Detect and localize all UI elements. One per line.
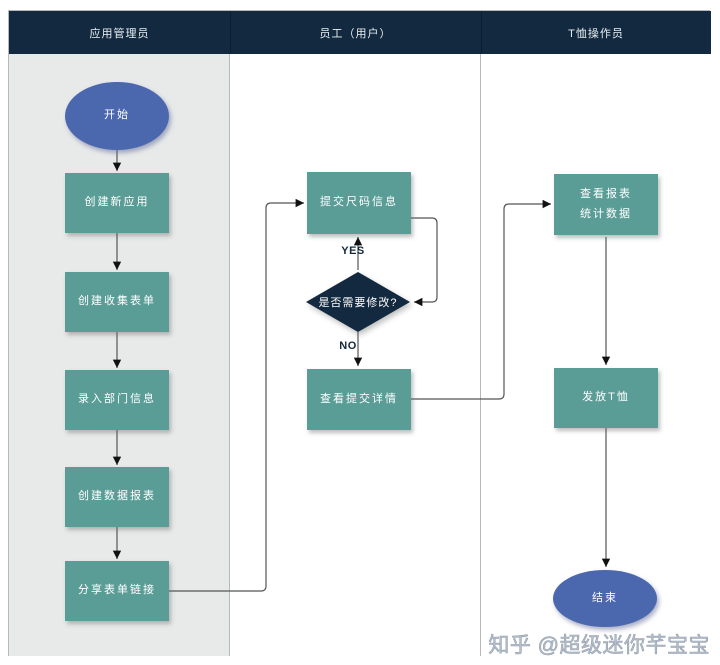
lane-tshirt-operator (481, 54, 711, 656)
zhihu-watermark: 知乎 @超级迷你芊宝宝 (488, 634, 710, 658)
swimlane-flowchart: 应用管理员 员工（用户） T恤操作员 开始 创建新应用 (8, 10, 711, 656)
lane-title-employee: 员工（用户） (319, 27, 392, 40)
lane-header-bar: 应用管理员 员工（用户） T恤操作员 (9, 11, 711, 54)
yes-branch-label: YES (341, 245, 365, 257)
end-terminator: 结束 (553, 570, 657, 627)
lane-title-app-admin: 应用管理员 (89, 27, 150, 40)
process-create-data-report: 创建数据报表 (65, 467, 169, 527)
process-create-app: 创建新应用 (65, 173, 169, 233)
process-enter-dept-info: 录入部门信息 (65, 370, 169, 430)
process-view-report-stats-text: 查看报表 统计数据 (580, 187, 632, 220)
process-submit-size-info: 提交尺码信息 (307, 172, 411, 234)
arrow-share-link-to-submit-size (169, 198, 304, 592)
decision-need-modify-label: 是否需要修改? (306, 272, 410, 332)
connector-layer (112, 150, 611, 592)
arrow-submit-size-to-decision (411, 217, 438, 307)
process-view-submission-details: 查看提交详情 (307, 369, 411, 430)
header-divider-2 (481, 11, 482, 54)
lane-title-tshirt-operator: T恤操作员 (568, 27, 624, 40)
no-branch-label: NO (339, 340, 357, 352)
arrow-view-submission-to-view-report (411, 199, 551, 400)
start-terminator: 开始 (65, 82, 169, 150)
lane-employee (230, 54, 481, 656)
process-share-form-link: 分享表单链接 (65, 561, 169, 621)
header-divider-1 (230, 11, 231, 54)
process-view-report-stats: 查看报表 统计数据 (554, 174, 658, 235)
process-create-form: 创建收集表单 (65, 272, 169, 332)
decision-need-modify: 是否需要修改? (306, 272, 410, 332)
process-distribute-tshirts: 发放T恤 (554, 368, 658, 428)
